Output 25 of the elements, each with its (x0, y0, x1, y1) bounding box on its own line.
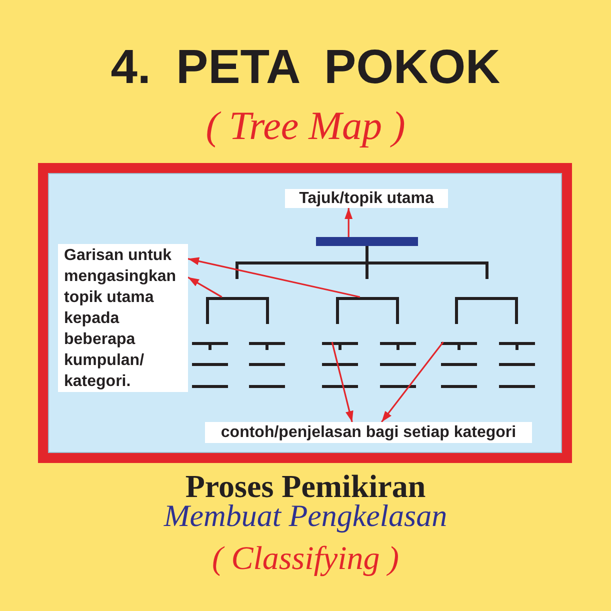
list-placeholder-drawing (441, 342, 477, 389)
caption-subheading: Membuat Pengkelasan (164, 500, 448, 531)
branch-bracket (455, 297, 518, 324)
list-placeholder-drawing (192, 342, 228, 389)
poster-title: 4. PETA POKOK (110, 44, 500, 92)
leader-arrow (380, 342, 444, 422)
caption-heading: Proses Pemikiran (185, 470, 426, 502)
list-placeholder-drawing (322, 342, 358, 389)
list-placeholder-drawing (249, 342, 285, 389)
branch-bracket (206, 297, 269, 324)
branch-fork (235, 246, 489, 279)
branch-note-callout: Garisan untuk mengasingkan topik utama kepada beberapa kumpulan/ kategori. (58, 244, 188, 392)
leader-arrow (331, 342, 354, 422)
main-topic-callout: Tajuk/topik utama (285, 189, 448, 208)
topic-bar (316, 237, 418, 246)
list-placeholder-drawing (380, 342, 416, 389)
list-placeholder-drawing (499, 342, 535, 389)
subtitle: ( Tree Map ) (206, 106, 406, 146)
caption-note: ( Classifying ) (212, 543, 399, 576)
branch-bracket (336, 297, 399, 324)
example-note-callout: contoh/penjelasan bagi setiap kategori (205, 422, 532, 443)
diagram-panel (38, 163, 572, 463)
leader-arrow (188, 276, 222, 298)
leader-arrow (344, 208, 353, 237)
leader-arrow (188, 257, 360, 298)
